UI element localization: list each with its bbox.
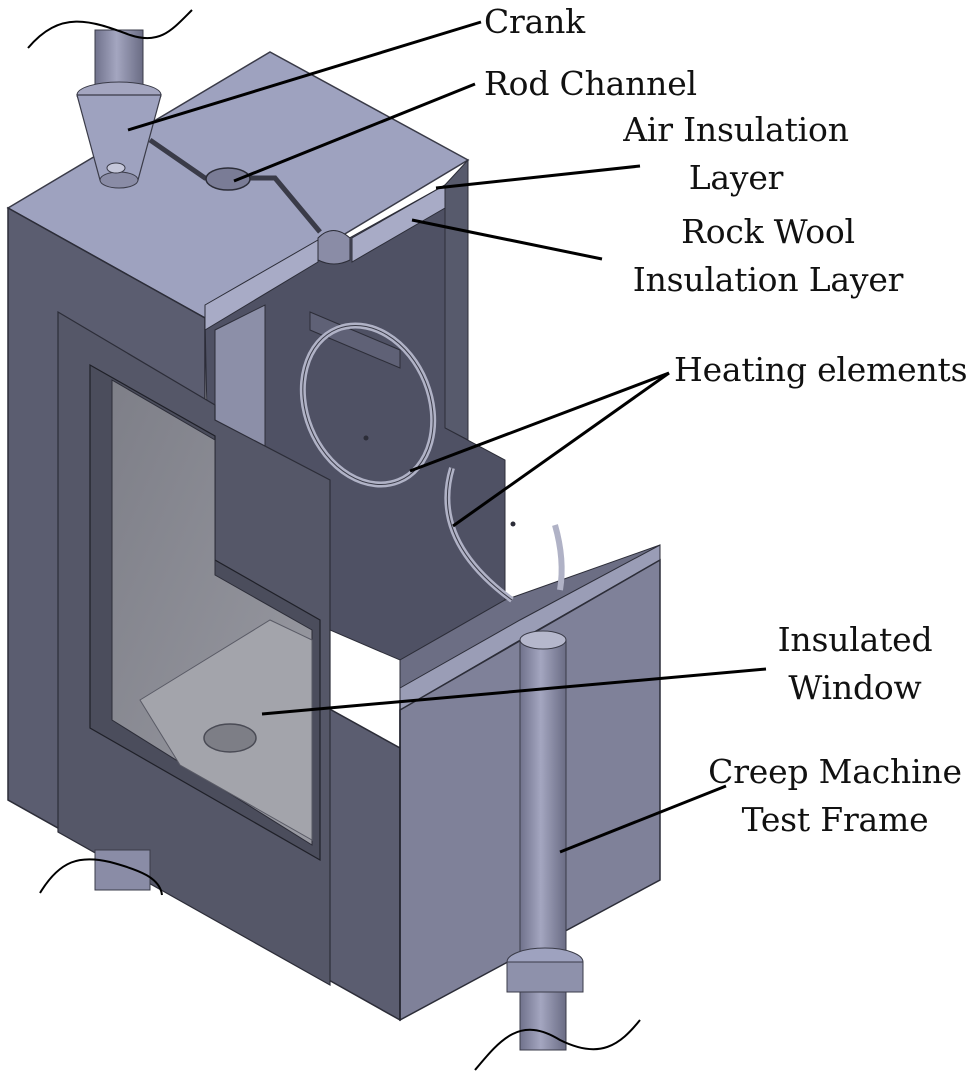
bottom-stub	[94, 849, 151, 891]
label-air-insulation: Air Insulation Layer	[623, 110, 849, 197]
heating-element-upper	[299, 311, 437, 488]
break-line-bottom-right	[474, 1019, 641, 1071]
upper-right-side	[444, 158, 469, 441]
label-rod-channel: Rod Channel	[484, 64, 697, 103]
break-line-bottom-left	[39, 858, 163, 896]
insulation-edge-right	[351, 184, 446, 263]
leader-crank	[127, 20, 482, 132]
test-frame-rod	[506, 630, 584, 1051]
rod-channel-hole	[205, 167, 251, 191]
leader-air-insulation	[435, 164, 641, 190]
label-test-frame: Creep Machine Test Frame	[708, 752, 962, 839]
label-heating-elements: Heating elements	[674, 350, 968, 389]
leader-rod-channel	[233, 82, 476, 183]
leader-test-frame	[559, 784, 727, 854]
rod-channel-notch	[317, 230, 351, 265]
label-rock-wool: Rock Wool Insulation Layer	[632, 212, 904, 299]
label-crank: Crank	[484, 2, 585, 41]
leader-rock-wool	[411, 218, 603, 261]
leader-heating-b	[452, 371, 670, 528]
crank-body	[76, 81, 162, 189]
heating-element-lower	[444, 467, 565, 603]
insulation-edge-left	[204, 239, 319, 331]
leader-heating-a	[409, 371, 670, 473]
break-line-top	[27, 9, 193, 49]
label-insulated-window: Insulated Window	[777, 620, 933, 707]
floor-rod-hole	[203, 723, 257, 753]
leader-insulated-window	[261, 667, 767, 716]
